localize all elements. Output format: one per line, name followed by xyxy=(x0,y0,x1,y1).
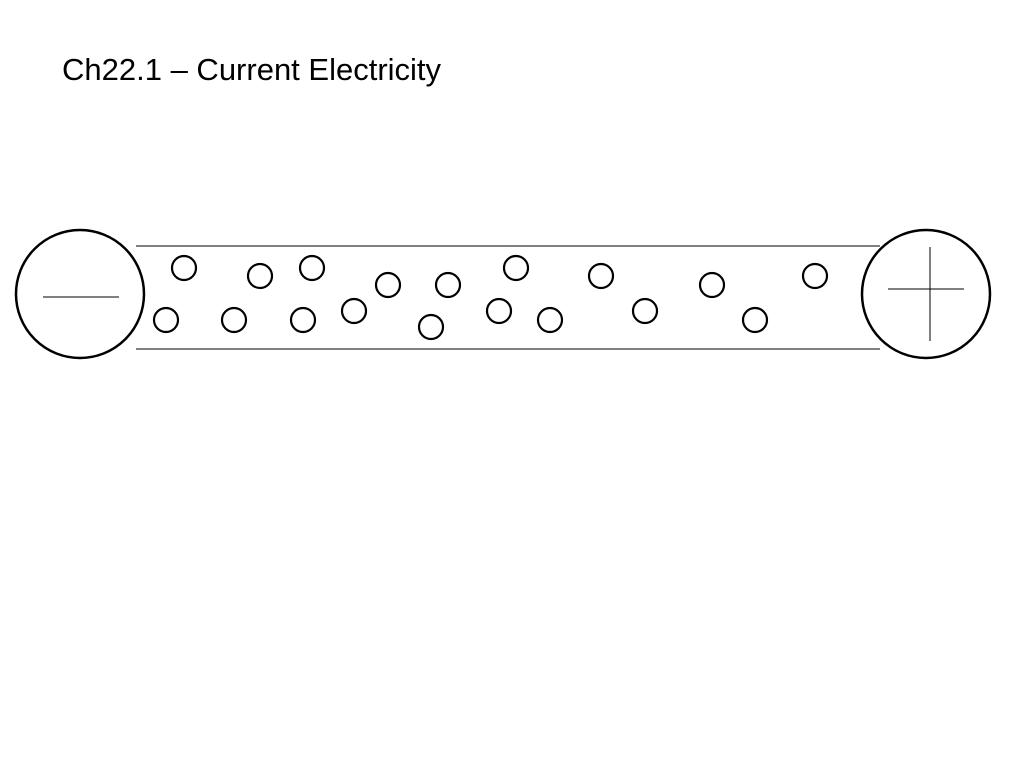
charge-particle xyxy=(631,297,659,325)
charge-particle xyxy=(289,306,317,334)
positive-terminal xyxy=(860,228,992,360)
charge-particle xyxy=(801,262,829,290)
charge-particle xyxy=(698,271,726,299)
charge-particle xyxy=(502,254,530,282)
charge-particle xyxy=(298,254,326,282)
charge-particle xyxy=(340,297,368,325)
charge-particle xyxy=(170,254,198,282)
charge-particle xyxy=(741,306,769,334)
slide-title: Ch22.1 – Current Electricity xyxy=(62,52,442,87)
charge-particle xyxy=(374,271,402,299)
charge-particle xyxy=(485,297,513,325)
wire xyxy=(136,245,880,350)
charge-particle xyxy=(417,313,445,341)
charge-particle xyxy=(587,262,615,290)
charge-particle xyxy=(246,262,274,290)
charge-particle xyxy=(434,271,462,299)
negative-terminal xyxy=(14,228,146,360)
charge-particle xyxy=(536,306,564,334)
charge-particles xyxy=(152,254,829,341)
negative-terminal-circle xyxy=(14,228,146,360)
charge-particle xyxy=(220,306,248,334)
plus-icon xyxy=(888,247,964,341)
charge-particle xyxy=(152,306,180,334)
positive-terminal-circle xyxy=(860,228,992,360)
